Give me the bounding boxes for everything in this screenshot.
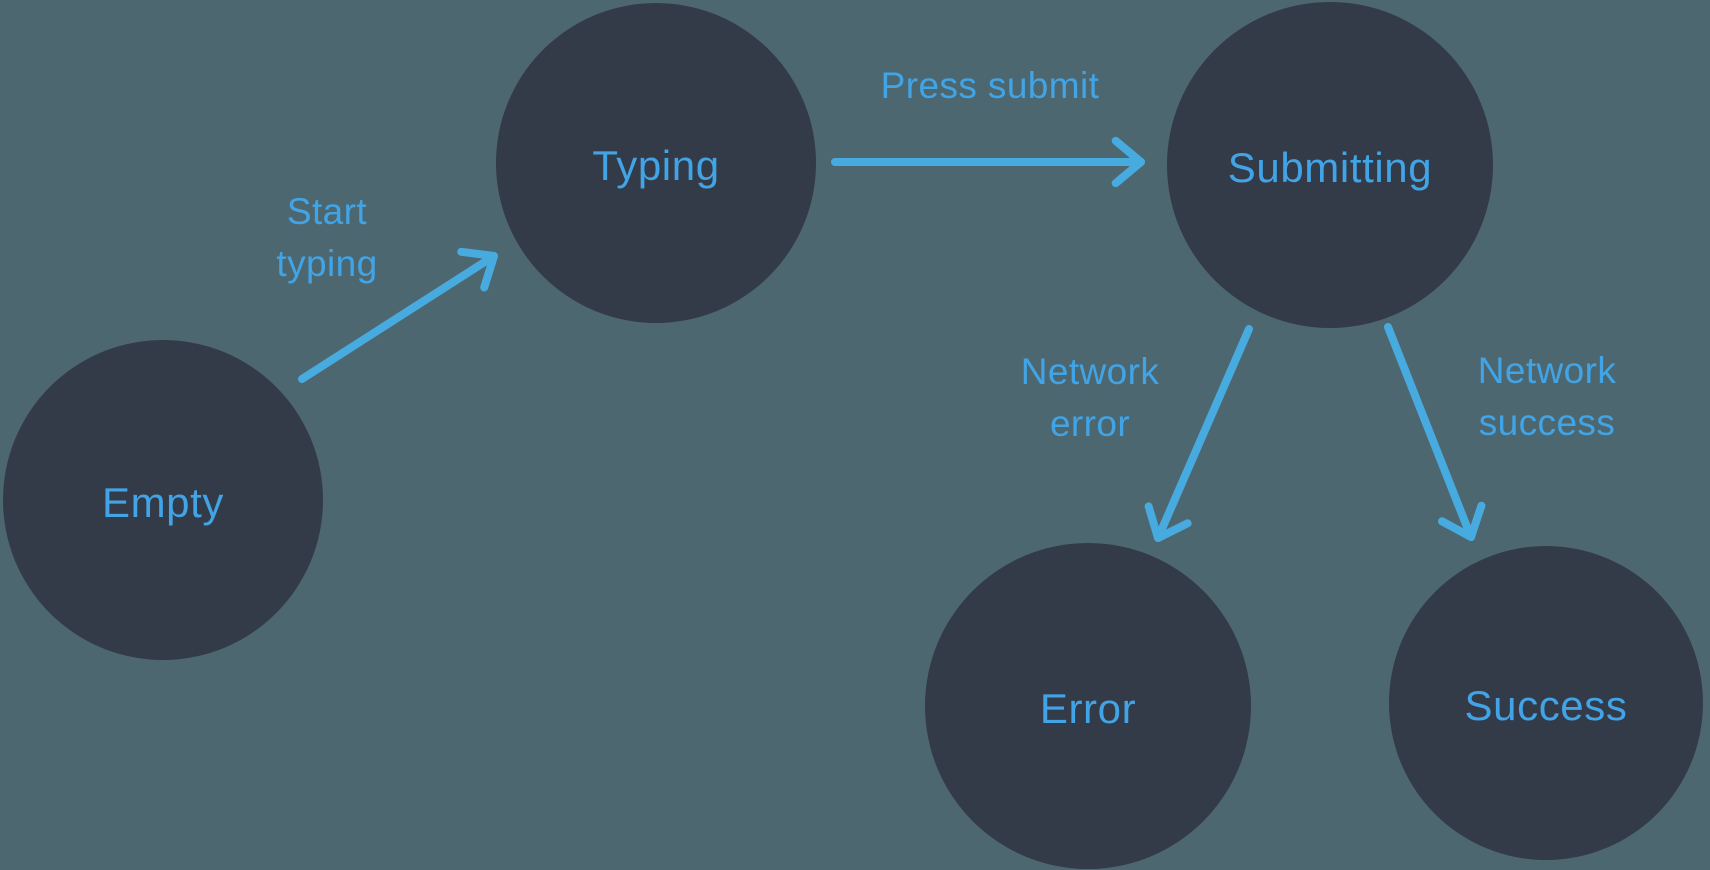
state-node-label: Success [1464,682,1628,729]
edge-label-network-error: Network error [1020,351,1160,444]
arrow-typing-to-submitting [831,136,1145,188]
edge-label-press-submit: Press submit [880,65,1100,106]
arrowhead-icon [1111,136,1145,188]
arrowhead-icon [457,247,498,292]
edge-label-network-success: Network success [1477,350,1617,443]
state-node-success: Success [1389,546,1703,860]
state-node-submitting: Submitting [1167,2,1493,328]
state-node-label: Error [1039,685,1137,732]
state-node-typing: Typing [496,3,816,323]
edge-label-start-typing: Start typing [276,191,378,284]
state-node-label: Submitting [1227,144,1433,191]
arrowhead-icon [1144,502,1192,542]
state-node-label: Typing [592,142,720,189]
state-node-error: Error [925,543,1251,869]
state-node-label: Empty [101,479,225,526]
arrowhead-icon [1438,501,1486,541]
state-node-empty: Empty [3,340,323,660]
